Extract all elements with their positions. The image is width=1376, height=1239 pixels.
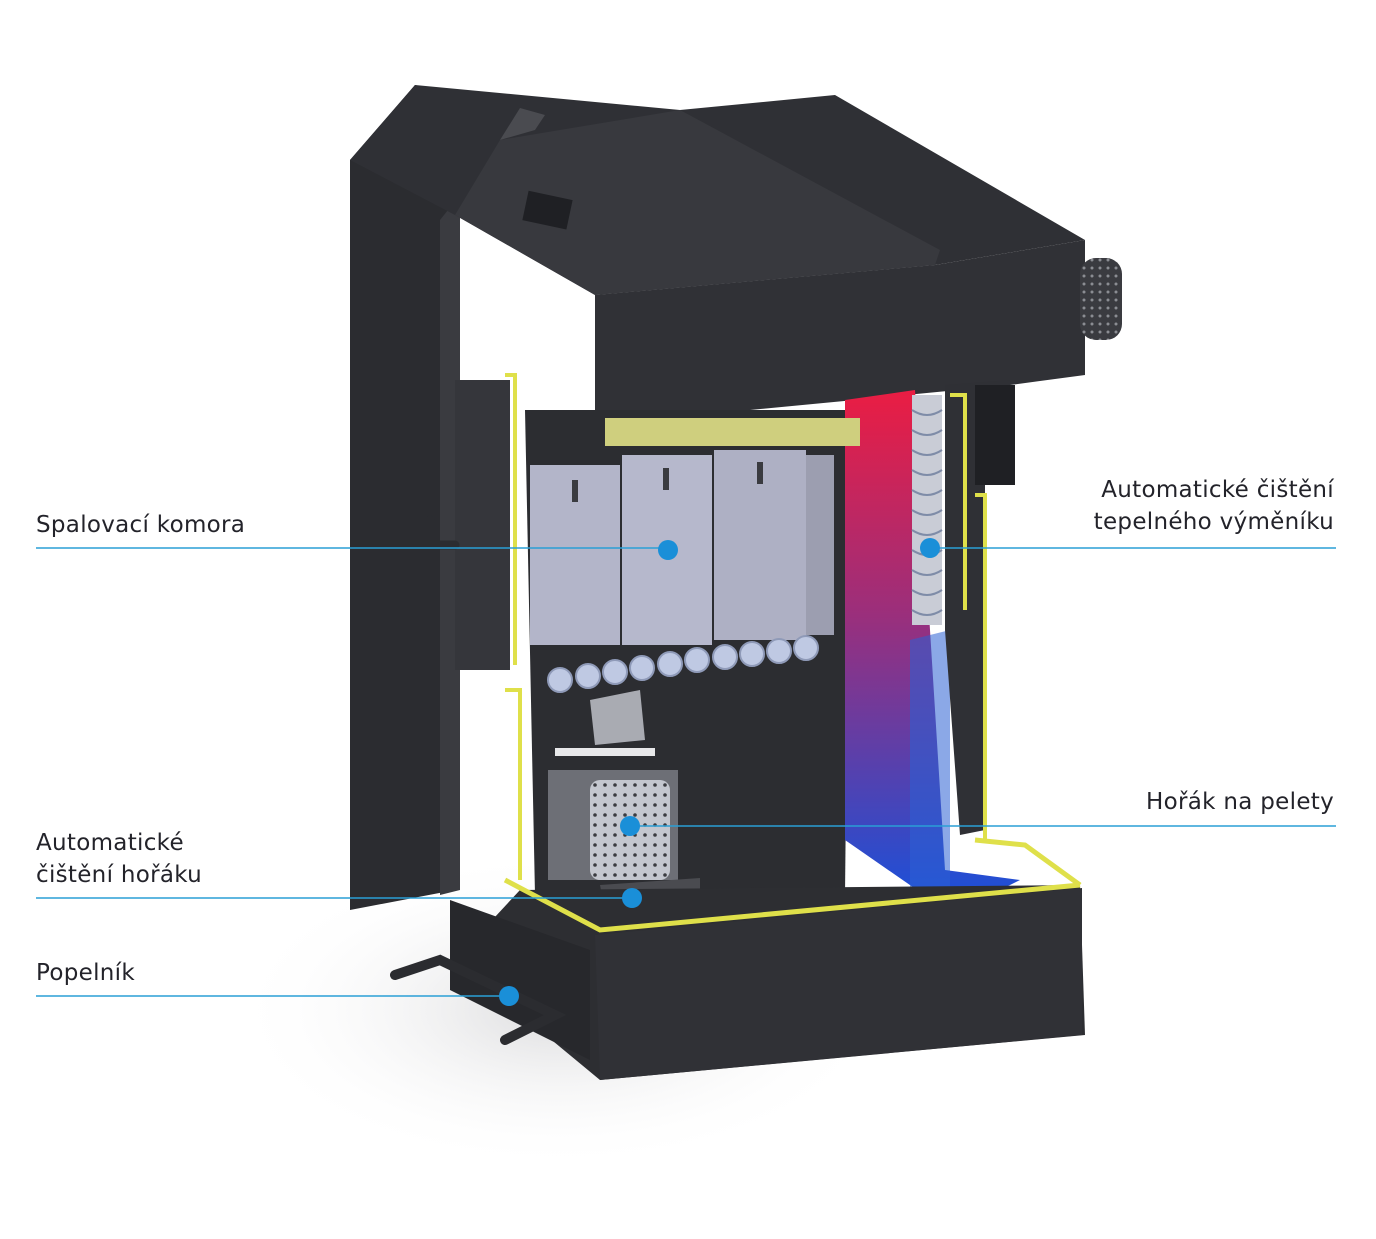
label-line: Automatické [36,830,184,856]
label-spalovaci-komora: Spalovací komora [36,509,245,541]
dot-cisteni-horaku [622,888,642,908]
handles [390,515,567,1045]
leader-lines [36,547,1336,997]
ash-tray [450,837,1085,1080]
dot-vymenik [920,538,940,558]
label-popelnik: Popelník [36,957,135,989]
turbulator [911,395,943,625]
pellet-chute [590,690,645,745]
heat-exchanger-channel [845,390,1020,892]
label-line: Popelník [36,960,135,986]
label-line: tepelného výměníku [1093,509,1334,535]
label-automaticke-cisteni-horaku: Automatické čištění hořáku [36,827,202,891]
callout-dots [499,538,940,1006]
label-horak-na-pelety: Hořák na pelety [1146,786,1334,818]
right-wall [945,380,1015,840]
pellet-burner [548,748,678,880]
yellow-trims [505,373,522,880]
dot-horak [620,816,640,836]
left-housing [350,85,510,910]
label-line: Spalovací komora [36,512,246,538]
dot-popelnik [499,986,519,1006]
label-line: čištění hořáku [36,862,203,888]
label-line: Hořák na pelety [1146,789,1334,815]
label-line: Automatické čištění [1101,477,1334,503]
label-automaticke-cisteni-vymeniku: Automatické čištění tepelného výměníku [1094,474,1334,538]
exchanger-tubes [547,635,819,693]
flue-pipe [1080,258,1122,340]
dot-spalovaci [658,540,678,560]
top-lid [350,85,1085,425]
